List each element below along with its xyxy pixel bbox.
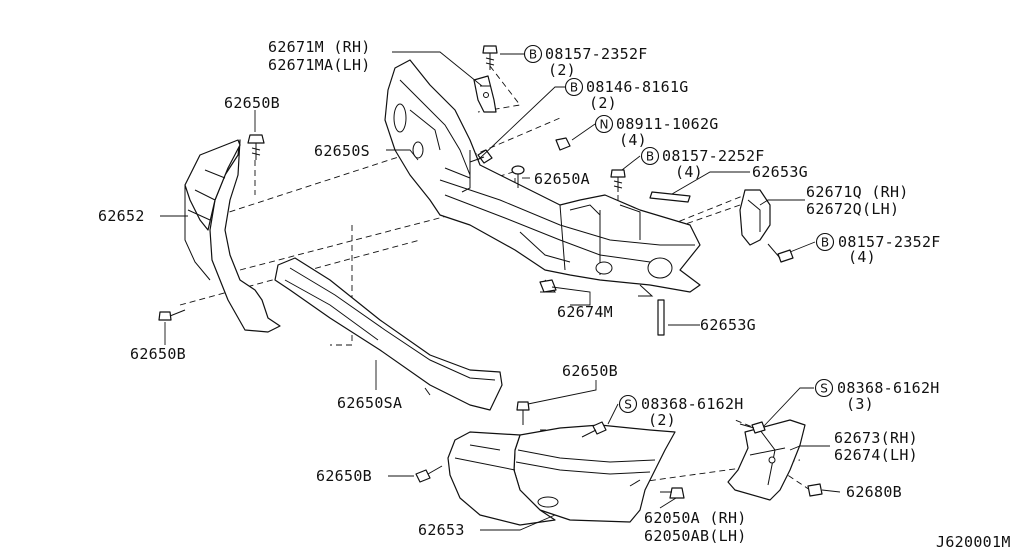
badge-screw-1: S: [618, 394, 638, 414]
label-nut-1-code: 08911-1062G: [616, 115, 719, 133]
label-62650b-left: 62650B: [130, 345, 186, 363]
svg-text:N: N: [600, 118, 609, 132]
label-bolt-4-code: 08157-2352F: [838, 233, 941, 251]
label-62650b-top: 62650B: [224, 94, 280, 112]
label-62650sa: 62650SA: [337, 394, 402, 412]
fasteners: [158, 45, 823, 499]
badge-bolt-3: B: [640, 146, 660, 166]
label-62650b-low: 62650B: [316, 467, 372, 485]
badge-nut-1: N: [594, 114, 614, 134]
bumper-side-62652: [184, 139, 281, 333]
diagram-id: J620001M: [936, 533, 1011, 551]
bracket-62671m: [473, 75, 497, 113]
label-62050ab: 62050AB(LH): [644, 527, 747, 545]
badge-screw-2: S: [814, 378, 834, 398]
svg-text:S: S: [820, 382, 828, 396]
label-screw-1-qty: (2): [648, 411, 676, 429]
label-62650s: 62650S: [314, 142, 370, 160]
label-62650a: 62650A: [534, 170, 590, 188]
label-bolt-1-code: 08157-2352F: [545, 45, 648, 63]
label-62671ma: 62671MA(LH): [268, 56, 371, 74]
label-62672q: 62672Q(LH): [806, 200, 899, 218]
svg-text:S: S: [624, 398, 632, 412]
label-bolt-3-code: 08157-2252F: [662, 147, 765, 165]
label-62671m: 62671M (RH): [268, 38, 371, 56]
bracket-62673: [727, 419, 806, 501]
svg-text:B: B: [821, 236, 829, 250]
label-bolt-2-qty: (2): [589, 94, 617, 112]
bumper-fascia-62653: [447, 424, 676, 526]
badge-bolt-4: B: [815, 232, 835, 252]
leader-lines: [160, 51, 841, 531]
label-62652: 62652: [98, 207, 145, 225]
label-bolt-2-code: 08146-8161G: [586, 78, 689, 96]
label-62680b: 62680B: [846, 483, 902, 501]
badge-bolt-1: B: [523, 44, 543, 64]
label-screw-1-code: 08368-6162H: [641, 395, 744, 413]
radiator-core-frame: [384, 59, 701, 297]
label-bolt-4-qty: (4): [848, 248, 876, 266]
part-labels: 62671M (RH) 62671MA(LH) 08157-2352F (2) …: [98, 38, 1011, 551]
bracket-62671q: [739, 189, 771, 246]
label-screw-2-qty: (3): [846, 395, 874, 413]
svg-text:B: B: [646, 150, 654, 164]
label-62050a: 62050A (RH): [644, 509, 747, 527]
label-nut-1-qty: (4): [619, 131, 647, 149]
label-bolt-3-qty: (4): [675, 163, 703, 181]
svg-text:B: B: [529, 48, 537, 62]
label-62673: 62673(RH): [834, 429, 918, 447]
badge-bolt-2: B: [564, 77, 584, 97]
label-62674: 62674(LH): [834, 446, 918, 464]
label-62653: 62653: [418, 521, 465, 539]
label-bolt-1-qty: (2): [548, 61, 576, 79]
label-62653g-top: 62653G: [752, 163, 808, 181]
label-62674m: 62674M: [557, 303, 613, 321]
label-62653g-bottom: 62653G: [700, 316, 756, 334]
svg-text:B: B: [570, 81, 578, 95]
label-62650b-mid: 62650B: [562, 362, 618, 380]
label-62671q: 62671Q (RH): [806, 183, 909, 201]
bumper-reinforcement-62650sa: [274, 257, 503, 411]
label-screw-2-code: 08368-6162H: [837, 379, 940, 397]
